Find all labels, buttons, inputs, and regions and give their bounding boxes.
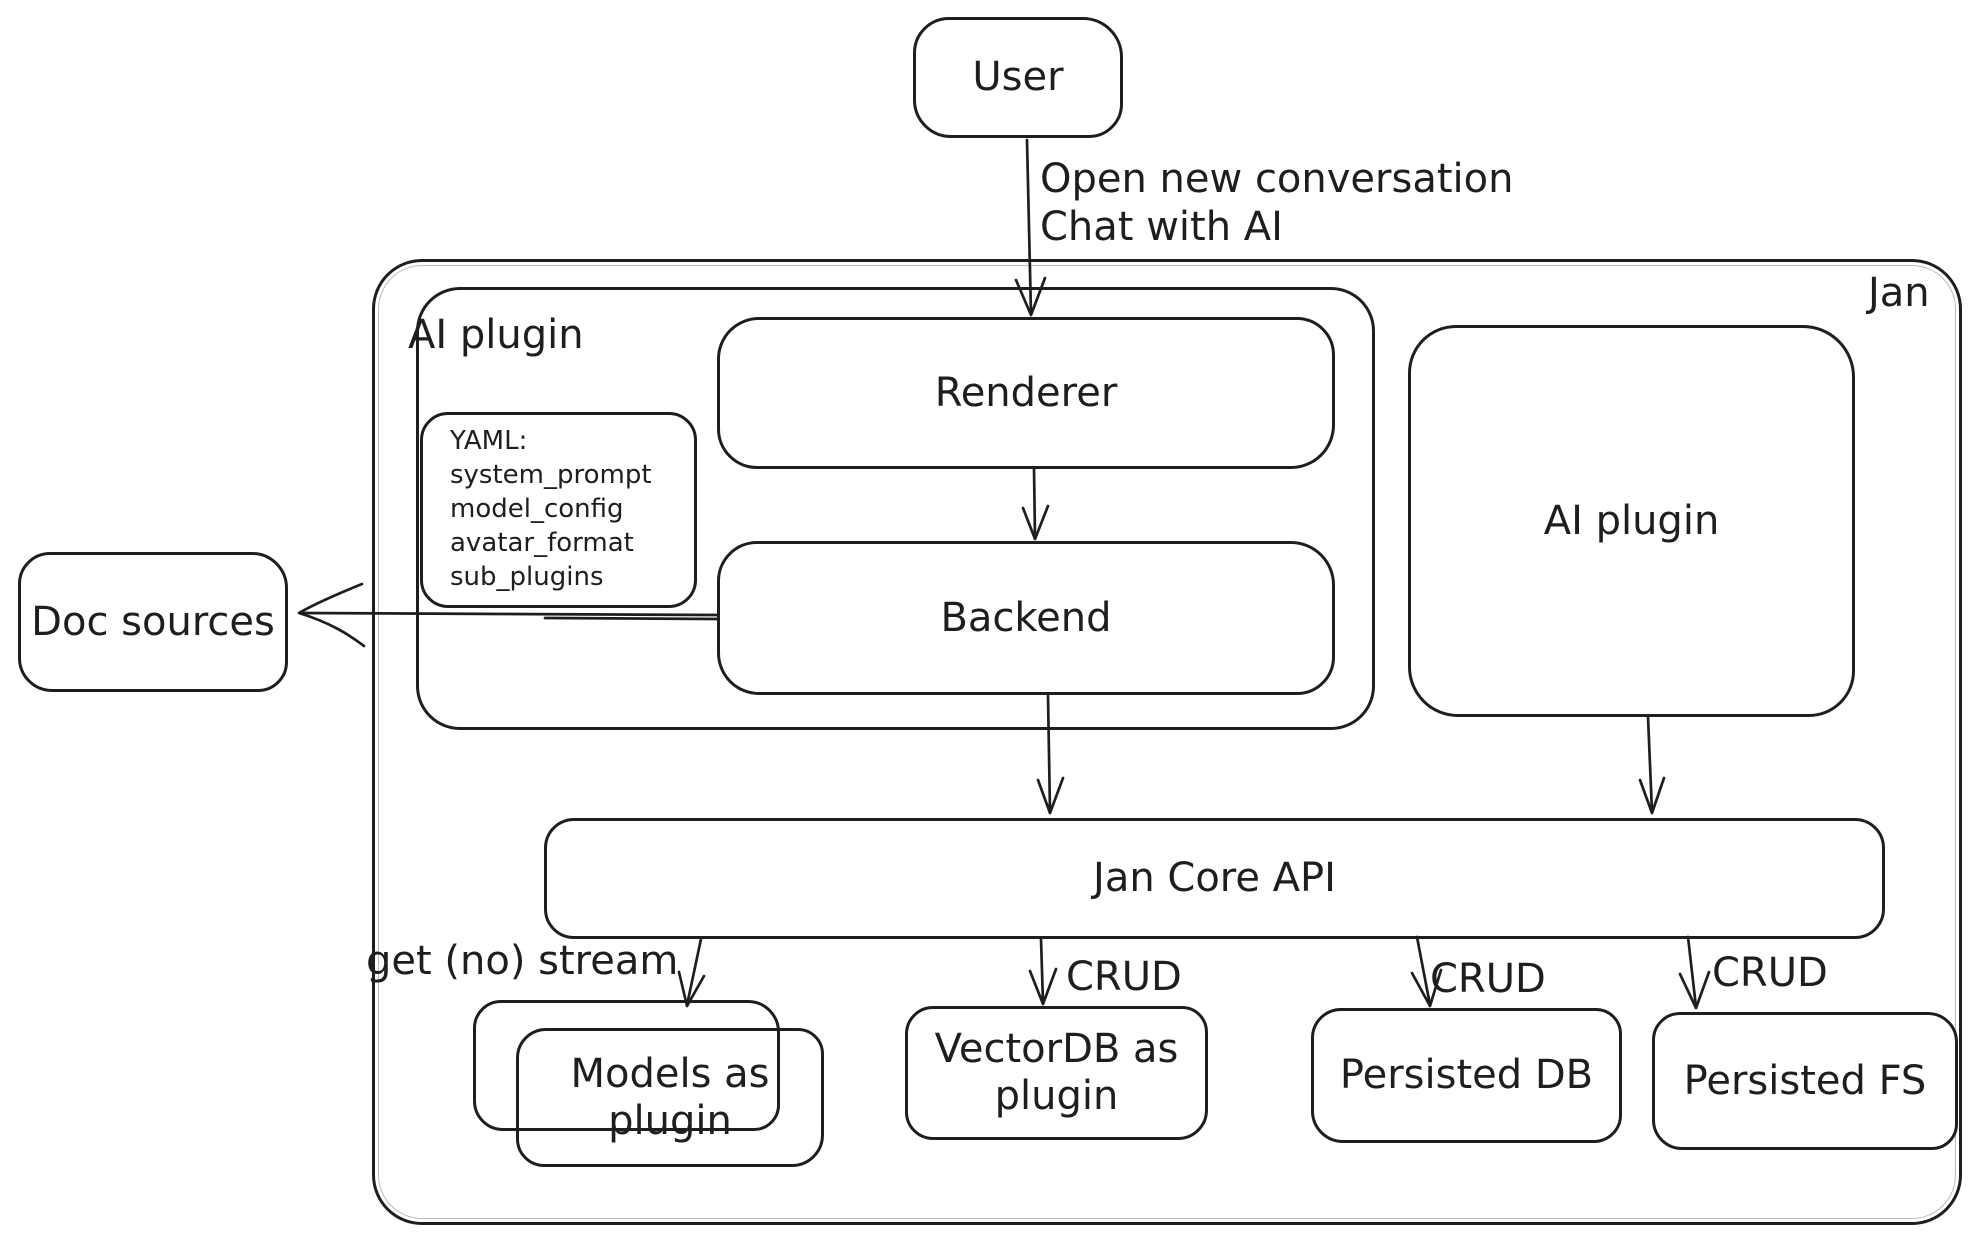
jan-container-label: Jan (1868, 270, 1930, 316)
yaml-note-line: model_config (450, 494, 624, 524)
edge-label-crud-persisted-fs: CRUD (1712, 950, 1828, 996)
yaml-note-line: sub_plugins (450, 562, 604, 592)
yaml-note-line: avatar_format (450, 528, 634, 558)
ai-plugin-group-label: AI plugin (408, 312, 584, 358)
persisted-db-node: Persisted DB (1311, 1008, 1622, 1143)
renderer-node: Renderer (717, 317, 1335, 469)
user-node: User (913, 17, 1123, 138)
persisted-fs-label: Persisted FS (1683, 1057, 1927, 1104)
models-as-plugin-back-node (473, 1000, 780, 1131)
jan-container-node (372, 259, 1962, 1225)
arrowhead-backend-to-doc-sources (297, 582, 366, 648)
persisted-db-label: Persisted DB (1339, 1052, 1594, 1098)
doc-sources-node: Doc sources (18, 552, 288, 692)
jan-core-api-node: Jan Core API (544, 818, 1885, 939)
yaml-note-line: system_prompt (450, 460, 652, 490)
yaml-note-node: YAML: system_prompt model_config avatar_… (420, 412, 697, 608)
edge-label-open-conversation-line1: Open new conversation (1040, 156, 1514, 202)
renderer-label: Renderer (934, 369, 1118, 416)
doc-sources-label: Doc sources (31, 598, 275, 645)
edge-label-crud-persisted-db: CRUD (1430, 956, 1546, 1002)
persisted-fs-node: Persisted FS (1652, 1012, 1958, 1150)
edge-label-open-conversation-line2: Chat with AI (1040, 204, 1283, 250)
backend-label: Backend (940, 594, 1112, 641)
ai-plugin-right-node: AI plugin (1408, 325, 1855, 717)
edge-label-get-no-stream: get (no) stream (366, 938, 679, 984)
ai-plugin-group-node (416, 287, 1375, 730)
user-label: User (972, 54, 1064, 100)
yaml-note-line: YAML: (450, 426, 528, 456)
backend-node: Backend (717, 541, 1335, 695)
ai-plugin-right-label: AI plugin (1543, 497, 1720, 544)
edge-label-crud-vectordb: CRUD (1066, 954, 1182, 1000)
jan-core-api-label: Jan Core API (1093, 855, 1336, 901)
